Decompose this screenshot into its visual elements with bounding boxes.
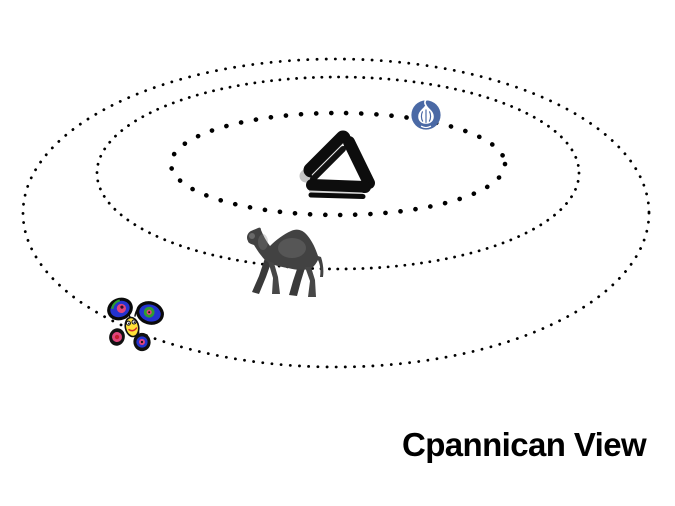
cpan-books-icon <box>299 130 375 199</box>
perl-camel-icon <box>247 227 324 297</box>
orbits <box>21 57 651 369</box>
outer-orbit <box>21 57 651 369</box>
middle-orbit <box>95 75 581 271</box>
slide-title: Cpannican View <box>402 426 647 463</box>
camelia-butterfly-icon <box>107 297 164 352</box>
inner-orbit <box>168 110 508 218</box>
perl-onion-icon <box>411 97 441 130</box>
